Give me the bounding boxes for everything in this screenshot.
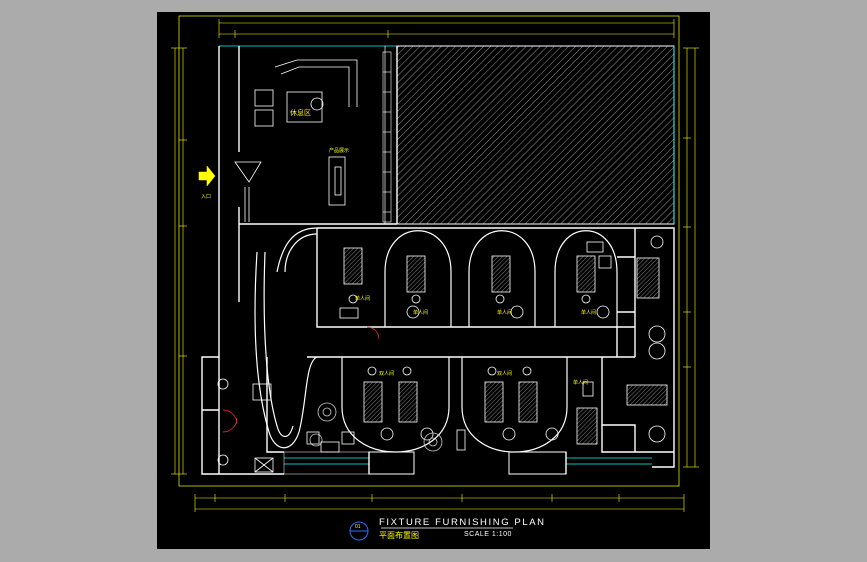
dimension-bottom [194, 494, 685, 512]
dimension-left [171, 47, 187, 475]
lattice-column [382, 51, 392, 223]
floor-plan-drawing: 休息区 产品展示 入口 单人间 单人间 单人间 单人间 双人间 双人间 单人间 … [171, 15, 699, 541]
section-callout-icon [349, 521, 369, 541]
dimension-top [218, 19, 675, 38]
label-reception: 休息区 [290, 108, 311, 117]
label-double-2: 双人间 [497, 370, 512, 377]
curved-corridor [254, 227, 318, 449]
label-entrance: 入口 [201, 194, 211, 200]
stools [217, 235, 666, 466]
hatched-area [396, 45, 675, 225]
drawing-title: FIXTURE FURNISHING PLAN [379, 517, 546, 528]
single-rooms [384, 230, 618, 327]
beds [343, 247, 668, 445]
bottom-openings [283, 451, 567, 475]
label-double-1: 双人间 [379, 370, 394, 377]
doors [222, 326, 380, 433]
entrance-arrow-icon [198, 165, 216, 187]
label-single-5: 单人间 [573, 379, 588, 386]
label-display: 产品展示 [329, 147, 349, 154]
window-lines [219, 45, 675, 465]
label-single-2: 单人间 [413, 309, 428, 316]
sheet-border [178, 15, 680, 487]
drawing-subtitle: 平面布置图 [379, 531, 419, 540]
dimension-right [683, 47, 699, 468]
section-number: 01 [355, 524, 361, 530]
plants [309, 402, 443, 452]
walls [201, 46, 675, 475]
label-single-1: 单人间 [355, 295, 370, 302]
label-single-4: 单人间 [581, 309, 596, 316]
cad-viewport[interactable]: 休息区 产品展示 入口 单人间 单人间 单人间 单人间 双人间 双人间 单人间 … [157, 12, 710, 549]
drawing-scale: SCALE 1:100 [464, 531, 512, 538]
label-single-3: 单人间 [497, 309, 512, 316]
